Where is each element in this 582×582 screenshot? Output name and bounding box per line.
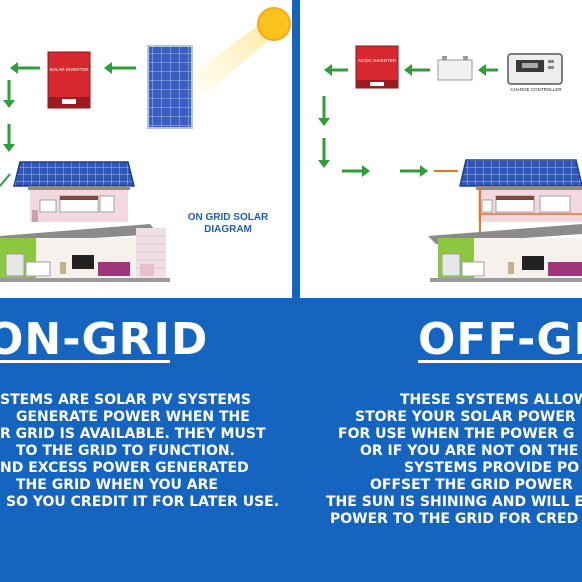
arrow-left-icon	[10, 62, 40, 74]
arrow-left-icon	[478, 64, 498, 76]
off-grid-diagram-svg: CHARGE CONTROLLER	[318, 45, 582, 282]
on-grid-title: ON-GRID	[0, 314, 209, 365]
off-grid-description: THESE SYSTEMS ALLOW STORE YOUR SOLAR POW…	[300, 392, 582, 528]
arrow-down-icon	[318, 96, 330, 126]
sun-beam	[190, 20, 278, 95]
arrow-left-icon	[104, 62, 136, 74]
inverter-label: SOLAR INVERTER	[49, 67, 89, 72]
description-line: SO YOU CREDIT IT FOR LATER USE.	[6, 494, 280, 510]
panel-divider	[292, 0, 300, 582]
arrow-down-icon	[318, 138, 330, 168]
house-illustration	[428, 159, 582, 282]
title-underline	[0, 360, 170, 363]
solar-inverter-icon	[47, 51, 91, 109]
charge-controller-label: CHARGE CONTROLLER	[510, 87, 562, 92]
off-grid-panel: CHARGE CONTROLLER	[300, 0, 582, 582]
description-line: THESE SYSTEMS ALLOW	[400, 392, 582, 408]
off-grid-title: OFF-GRID	[418, 314, 582, 365]
description-line: ND EXCESS POWER GENERATED	[0, 460, 249, 476]
description-line: POWER TO THE GRID FOR CRED	[330, 511, 579, 527]
description-line: GENERATE POWER WHEN THE	[16, 409, 250, 425]
caption-line: DIAGRAM	[204, 224, 252, 235]
diagram-caption: ON GRID SOLAR DIAGRAM	[178, 212, 278, 236]
caption-line: ON GRID SOLAR	[187, 212, 269, 223]
arrow-left-icon	[404, 64, 430, 76]
arrow-left-icon	[324, 64, 348, 76]
house-illustration	[0, 161, 170, 282]
title-underline	[418, 360, 582, 363]
arrow-right-icon	[400, 165, 428, 177]
on-grid-text-area	[0, 298, 292, 582]
description-line: THE SUN IS SHINING AND WILL E	[326, 494, 582, 510]
off-grid-diagram: CHARGE CONTROLLER	[300, 0, 582, 298]
solar-panel-icon	[147, 45, 193, 129]
on-grid-description: STEMS ARE SOLAR PV SYSTEMS GENERATE POWE…	[0, 392, 279, 511]
arrow-right-icon	[342, 165, 370, 177]
description-line: STORE YOUR SOLAR POWER	[355, 409, 576, 425]
arrow-down-icon	[3, 124, 15, 152]
description-line: FOR USE WHEN THE POWER G	[338, 426, 575, 442]
battery-icon	[437, 56, 473, 81]
arrow-down-icon	[3, 80, 15, 108]
wire	[0, 173, 11, 187]
description-line: THE GRID WHEN YOU ARE	[16, 477, 218, 493]
description-line: STEMS ARE SOLAR PV SYSTEMS	[0, 392, 251, 408]
on-grid-panel: SOLAR INVERTER	[0, 0, 292, 582]
off-grid-text-area	[300, 298, 582, 582]
description-line: TO THE GRID TO FUNCTION.	[16, 443, 235, 459]
acdc-inverter-icon	[355, 45, 399, 89]
on-grid-diagram: SOLAR INVERTER	[0, 0, 292, 298]
on-grid-diagram-svg: SOLAR INVERTER	[0, 7, 291, 282]
description-line: OFFSET THE GRID POWER	[370, 477, 573, 493]
description-line: R GRID IS AVAILABLE. THEY MUST	[0, 426, 266, 442]
description-line: SYSTEMS PROVIDE PO	[404, 460, 580, 476]
inverter-label: AC/DC INVERTER	[358, 58, 397, 63]
description-line: OR IF YOU ARE NOT ON THE	[360, 443, 579, 459]
sun-icon	[257, 7, 291, 41]
charge-controller-icon	[507, 53, 563, 85]
